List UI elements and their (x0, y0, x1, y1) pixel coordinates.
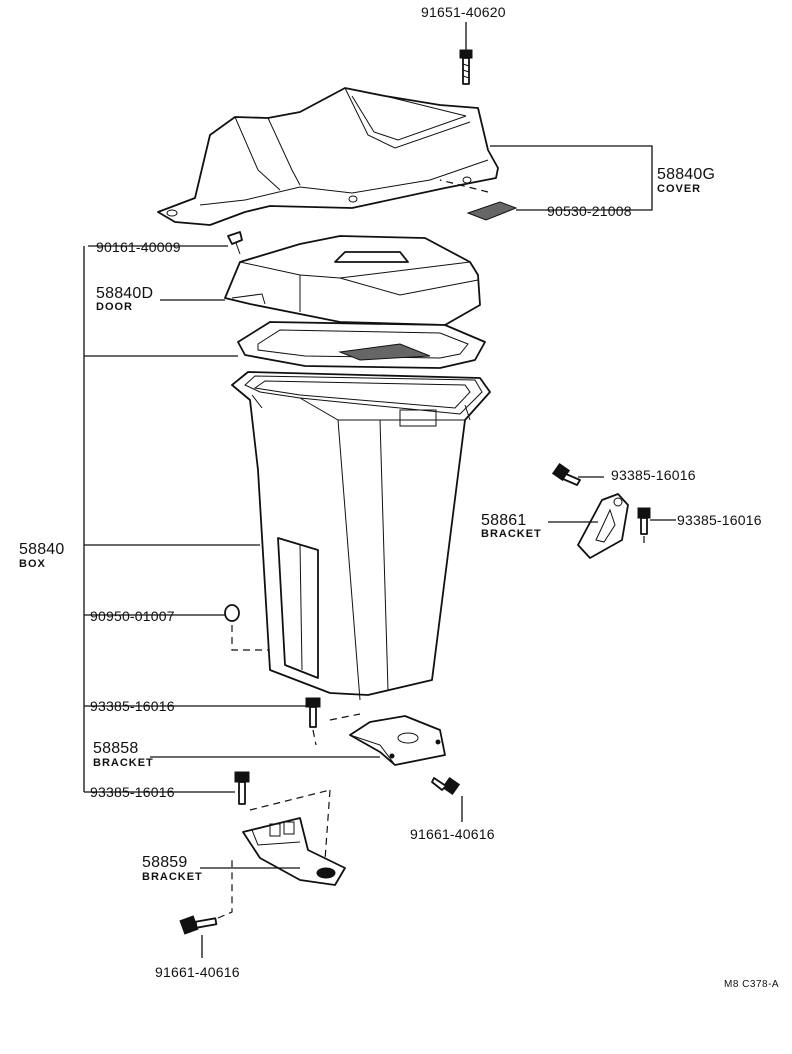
label-bracket-bottom-name: BRACKET (142, 871, 203, 883)
cover-part (157, 87, 499, 226)
label-bracket-right-number: 58861 (481, 512, 527, 529)
label-bolt-bottom: 91661-40616 (155, 964, 240, 980)
label-door-number: 58840D (96, 285, 154, 302)
label-bracket-lower-number: 58858 (93, 740, 139, 757)
screw-door-part (227, 231, 243, 255)
label-box-number: 58840 (19, 541, 65, 558)
leader-lines (83, 22, 676, 958)
bolt-bottom-part (179, 860, 233, 935)
label-bolt-lower-right: 91661-40616 (410, 826, 495, 842)
box-part (231, 371, 491, 701)
label-box-name: BOX (19, 558, 46, 570)
bolt-lower-right-part (431, 776, 461, 796)
label-bolt-lower-2: 93385-16016 (90, 784, 175, 800)
bolt-lower-1-part (305, 697, 361, 746)
cushion-part (224, 604, 268, 651)
label-door-name: DOOR (96, 301, 133, 313)
label-bolt-right-1: 93385-16016 (611, 467, 696, 483)
bolt-lower-2-part (234, 771, 331, 811)
label-bolt-lower-1: 93385-16016 (90, 698, 175, 714)
label-pad: 90530-21008 (547, 203, 632, 219)
label-screw-door: 90161-40009 (96, 239, 181, 255)
label-bracket-lower-name: BRACKET (93, 757, 154, 769)
door-part (224, 235, 481, 326)
figure-reference: M8 C378-A (724, 979, 780, 990)
label-bracket-bottom-number: 58859 (142, 854, 188, 871)
bolt-top-part (459, 49, 473, 85)
pad-part (439, 179, 518, 221)
bracket-58858-part (349, 715, 446, 766)
label-bracket-right-name: BRACKET (481, 528, 542, 540)
label-cushion: 90950-01007 (90, 608, 175, 624)
gasket-part (237, 321, 486, 369)
bolt-right-1-part (551, 462, 581, 486)
bracket-58861-part (577, 493, 629, 559)
bolt-right-2-part (637, 507, 651, 545)
label-cover-number: 58840G (657, 166, 716, 183)
label-bolt-top: 91651-40620 (421, 4, 506, 20)
label-cover-name: COVER (657, 183, 702, 195)
bracket-58859-part (242, 789, 346, 886)
label-bolt-right-2: 93385-16016 (677, 512, 762, 528)
